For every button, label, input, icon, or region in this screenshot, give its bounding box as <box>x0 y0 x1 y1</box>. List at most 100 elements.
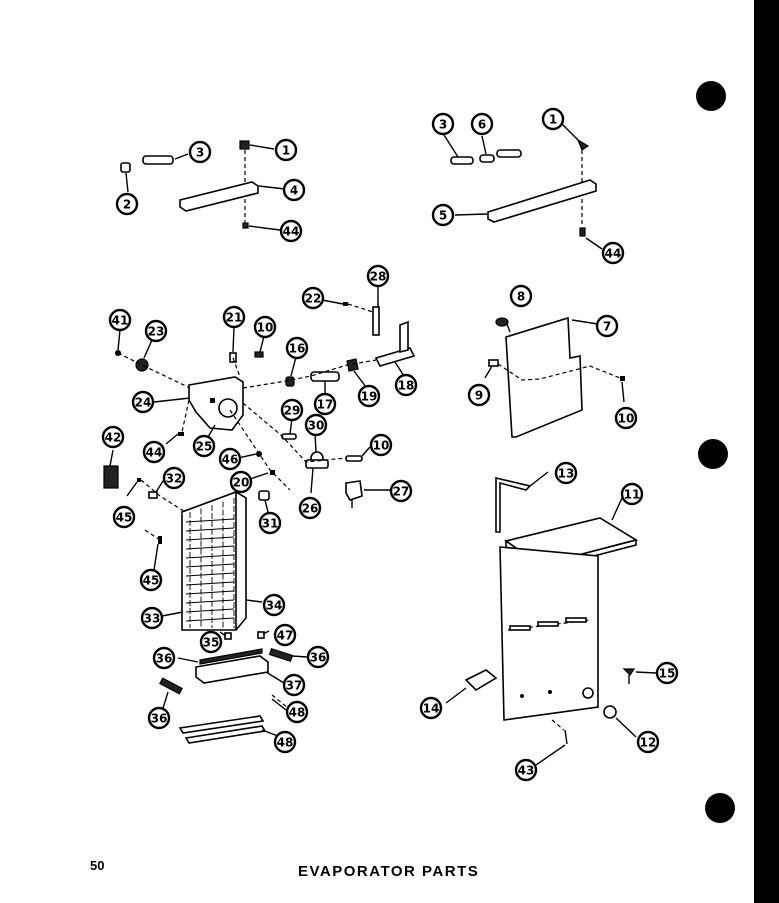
callout-number: 36 <box>156 652 173 666</box>
callout-circle <box>273 730 297 754</box>
callout-c44b: 44 <box>601 241 625 265</box>
callout-c42: 42 <box>101 425 125 449</box>
coil-fin <box>185 518 235 523</box>
callout-circle <box>298 496 322 520</box>
callout-number: 7 <box>603 320 611 334</box>
callout-number: 3 <box>439 118 447 132</box>
callout-number: 44 <box>605 247 622 261</box>
callout-circle <box>280 398 304 422</box>
callout-circle <box>431 112 455 136</box>
callout-c12: 12 <box>636 730 660 754</box>
callout-number: 36 <box>310 651 327 665</box>
callout-c36c: 36 <box>147 706 171 730</box>
callout-circle <box>304 413 328 437</box>
callout-number: 8 <box>517 290 525 304</box>
callout-circle <box>139 568 163 592</box>
callout-circle <box>131 390 155 414</box>
callout-circle <box>253 315 277 339</box>
coil-fin <box>185 536 235 541</box>
callout-c10a: 10 <box>253 315 277 339</box>
callout-c34: 34 <box>262 593 286 617</box>
callout-circle <box>301 286 325 310</box>
callout-number: 36 <box>151 712 168 726</box>
callout-circle <box>655 661 679 685</box>
callout-c1a: 1 <box>274 138 298 162</box>
callout-circle <box>279 219 303 243</box>
callout-number: 10 <box>373 439 390 453</box>
callout-circle <box>357 384 381 408</box>
callout-c29: 29 <box>280 398 304 422</box>
callout-circle <box>636 730 660 754</box>
callout-c11: 11 <box>620 482 644 506</box>
callout-circle <box>366 264 390 288</box>
callout-c41: 41 <box>108 308 132 332</box>
callout-number: 10 <box>618 412 635 426</box>
callout-c27: 27 <box>389 479 413 503</box>
callout-c36b: 36 <box>306 645 330 669</box>
callout-circle <box>162 466 186 490</box>
callout-number: 44 <box>283 225 300 239</box>
callout-circle <box>274 138 298 162</box>
callout-number: 18 <box>398 379 415 393</box>
callout-circle <box>614 406 638 430</box>
callout-circle <box>188 140 212 164</box>
callout-c8: 8 <box>509 284 533 308</box>
callout-c48b: 48 <box>273 730 297 754</box>
callout-circle <box>144 319 168 343</box>
callout-c28: 28 <box>366 264 390 288</box>
coil-fin <box>185 590 235 595</box>
callout-c16: 16 <box>285 336 309 360</box>
callout-number: 44 <box>146 446 163 460</box>
callout-c10c: 10 <box>614 406 638 430</box>
page-title: EVAPORATOR PARTS <box>298 863 480 880</box>
callout-number: 1 <box>549 113 557 127</box>
callout-number: 43 <box>518 764 535 778</box>
callout-circle <box>152 646 176 670</box>
callout-circle <box>282 673 306 697</box>
callout-number: 4 <box>290 184 298 198</box>
callout-c2: 2 <box>115 192 139 216</box>
evaporator-coil <box>181 490 247 631</box>
callout-c32: 32 <box>162 466 186 490</box>
callout-circle <box>262 593 286 617</box>
callout-circle <box>147 706 171 730</box>
callout-circle <box>554 461 578 485</box>
coil-fin <box>185 572 235 577</box>
callout-c48a: 48 <box>285 700 309 724</box>
leader-lines <box>109 284 405 737</box>
callout-c3a: 3 <box>188 140 212 164</box>
callout-number: 26 <box>302 502 319 516</box>
callout-c5: 5 <box>431 203 455 227</box>
callout-c43: 43 <box>514 758 538 782</box>
callout-number: 35 <box>203 636 220 650</box>
callout-number: 14 <box>423 702 440 716</box>
callout-circle <box>142 440 166 464</box>
callout-number: 21 <box>226 311 243 325</box>
drain-pan-group <box>159 631 294 744</box>
callout-c10b: 10 <box>369 433 393 457</box>
callout-number: 19 <box>361 390 378 404</box>
callout-circle <box>285 700 309 724</box>
callout-number: 31 <box>262 517 279 531</box>
coil-fin <box>185 599 235 604</box>
callout-c25: 25 <box>192 434 216 458</box>
callout-circle <box>514 758 538 782</box>
callout-number: 17 <box>317 398 334 412</box>
callout-number: 41 <box>112 314 129 328</box>
callout-number: 12 <box>640 736 657 750</box>
callout-circle <box>273 623 297 647</box>
callout-c30: 30 <box>304 413 328 437</box>
callout-number: 25 <box>196 440 213 454</box>
callout-circle <box>285 336 309 360</box>
callout-c33: 33 <box>140 606 164 630</box>
callout-circle <box>108 308 132 332</box>
callout-c31: 31 <box>258 511 282 535</box>
callout-number: 45 <box>143 574 160 588</box>
callout-c6: 6 <box>470 112 494 136</box>
coil-fin <box>185 527 235 532</box>
callout-circle <box>620 482 644 506</box>
callout-c22: 22 <box>301 286 325 310</box>
callout-c20: 20 <box>229 470 253 494</box>
callout-number: 30 <box>308 419 325 433</box>
